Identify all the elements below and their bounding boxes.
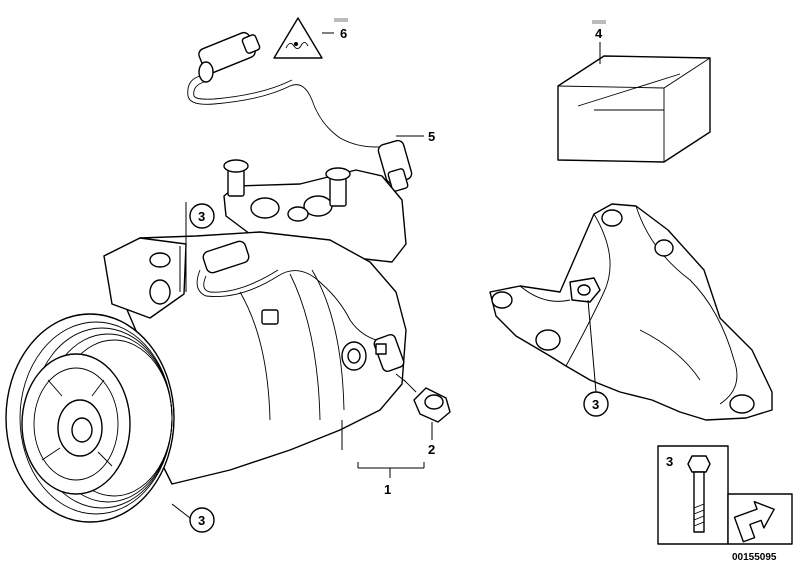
callout-5: 5: [396, 129, 435, 144]
svg-text:00155095: 00155095: [732, 552, 777, 563]
callout-4: 4: [592, 20, 606, 64]
svg-text:3: 3: [198, 513, 205, 528]
arrow-legend-box: [727, 493, 793, 545]
callout-3-top: 3: [179, 202, 215, 292]
callout-2: 2: [428, 422, 435, 457]
callout-6: 6: [322, 18, 348, 41]
callout-1: 1: [341, 420, 425, 497]
sensor-cable: [187, 31, 413, 192]
compressor-assembly: [5, 159, 407, 523]
svg-text:2: 2: [428, 442, 435, 457]
fitting-bolt: [395, 373, 451, 423]
image-id-label: 00155095: [732, 552, 777, 563]
svg-text:3: 3: [666, 454, 673, 469]
svg-text:6: 6: [340, 26, 347, 41]
svg-text:4: 4: [595, 26, 603, 41]
svg-text:5: 5: [428, 129, 435, 144]
box-part: [557, 55, 711, 163]
svg-text:1: 1: [384, 482, 391, 497]
callout-3-bracket: 3: [583, 299, 609, 417]
svg-text:3: 3: [592, 397, 599, 412]
svg-text:3: 3: [198, 209, 205, 224]
mounting-bracket: [489, 203, 773, 421]
warning-triangle-icon: [273, 17, 323, 59]
bolt-legend-box: 3: [657, 445, 729, 545]
callout-3-bottom: 3: [171, 503, 215, 533]
